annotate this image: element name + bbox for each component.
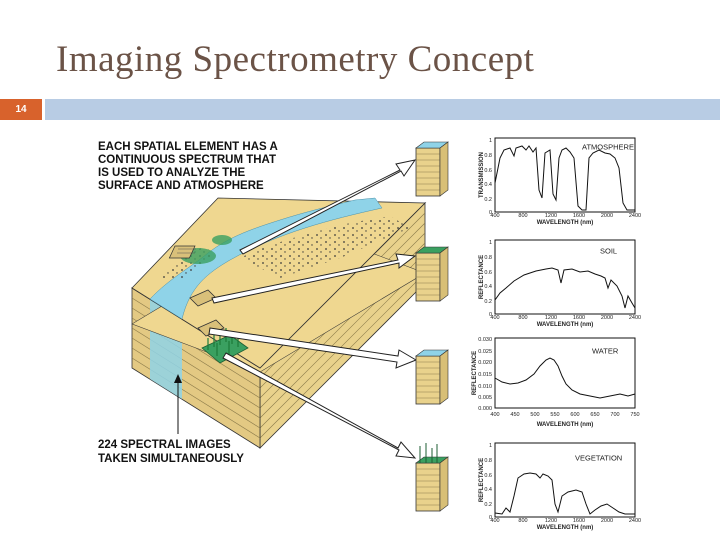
pixel-stack-vegetation	[416, 443, 448, 511]
y-ticks: 1 0.8 0.6 0.4 0.2 0	[484, 443, 492, 521]
annotation-bottom: 224 SPECTRAL IMAGES TAKEN SIMULTANEOUSLY	[98, 439, 244, 465]
spectrum-panel-atmosphere: ATMOSPHERE TRANSMISSION WAVELENGTH (nm) …	[479, 138, 641, 226]
y-tick-label: 0	[489, 210, 492, 216]
y-ticks: 1 0.8 0.6 0.4 0.2 0	[484, 138, 492, 216]
y-tick-label: 0.4	[484, 182, 492, 188]
y-tick-label: 0.2	[484, 197, 492, 203]
spectrum-panel-water: WATER REFLECTANCE WAVELENGTH (nm) 400 450…	[472, 337, 640, 428]
x-axis-label: WAVELENGTH (nm)	[537, 220, 594, 226]
material-label: WATER	[592, 347, 619, 356]
x-axis-label: WAVELENGTH (nm)	[537, 422, 594, 428]
y-tick-label: 0	[489, 312, 492, 318]
y-tick-label: 0.8	[484, 458, 492, 464]
imaging-spectrometry-figure: EACH SPATIAL ELEMENT HAS A CONTINUOUS SP…	[90, 128, 650, 533]
y-tick-label: 0.8	[484, 153, 492, 159]
x-tick-label: 500	[530, 412, 539, 418]
y-ticks: 1 0.8 0.6 0.4 0.2 0	[484, 240, 492, 318]
y-tick-label: 0.030	[478, 337, 492, 343]
y-ticks: 0.030 0.025 0.020 0.015 0.010 0.005 0.000	[478, 337, 492, 412]
x-tick-label: 1600	[573, 213, 585, 219]
material-label: ATMOSPHERE	[582, 143, 634, 152]
annotation-top-line: IS USED TO ANALYZE THE	[98, 167, 246, 179]
x-tick-label: 1200	[545, 518, 557, 524]
x-tick-label: 1200	[545, 315, 557, 321]
y-tick-label: 0.6	[484, 168, 492, 174]
y-tick-label: 0.2	[484, 299, 492, 305]
x-tick-label: 2000	[601, 518, 613, 524]
x-tick-label: 400	[490, 412, 499, 418]
x-tick-label: 1200	[545, 213, 557, 219]
pixel-stack-soil	[416, 247, 448, 301]
x-tick-label: 1600	[573, 518, 585, 524]
x-tick-label: 450	[510, 412, 519, 418]
x-tick-label: 1600	[573, 315, 585, 321]
annotation-top-line: SURFACE AND ATMOSPHERE	[98, 180, 264, 192]
annotation-bottom-line: TAKEN SIMULTANEOUSLY	[98, 453, 244, 465]
spectrum-panel-vegetation: VEGETATION REFLECTANCE WAVELENGTH (nm) 4…	[479, 443, 641, 531]
y-tick-label: 1	[489, 443, 492, 449]
x-tick-label: 800	[518, 315, 527, 321]
y-tick-label: 0.6	[484, 270, 492, 276]
y-tick-label: 0.2	[484, 502, 492, 508]
x-axis-label: WAVELENGTH (nm)	[537, 322, 594, 328]
annotation-top: EACH SPATIAL ELEMENT HAS A CONTINUOUS SP…	[98, 141, 278, 192]
x-tick-label: 650	[590, 412, 599, 418]
y-tick-label: 0.8	[484, 255, 492, 261]
x-tick-label: 800	[518, 213, 527, 219]
x-axis-label: WAVELENGTH (nm)	[537, 525, 594, 531]
x-tick-label: 2000	[601, 315, 613, 321]
x-tick-label: 800	[518, 518, 527, 524]
material-label: SOIL	[600, 247, 617, 256]
annotation-top-line: CONTINUOUS SPECTRUM THAT	[98, 154, 276, 166]
x-tick-label: 2400	[629, 315, 641, 321]
header-bar	[45, 99, 720, 120]
y-tick-label: 1	[489, 240, 492, 246]
x-tick-label: 2400	[629, 518, 641, 524]
y-axis-label: REFLECTANCE	[472, 351, 478, 395]
y-tick-label: 0.6	[484, 473, 492, 479]
annotation-bottom-line: 224 SPECTRAL IMAGES	[98, 439, 231, 451]
y-axis-label: REFLECTANCE	[479, 255, 485, 299]
slide-title: Imaging Spectrometry Concept	[56, 38, 696, 81]
x-tick-label: 750	[630, 412, 639, 418]
y-tick-label: 0.025	[478, 349, 492, 355]
y-tick-label: 0.000	[478, 406, 492, 412]
x-ticks: 400 450 500 550 600 650 700 750	[490, 412, 639, 418]
y-tick-label: 0.010	[478, 384, 492, 390]
y-tick-label: 1	[489, 138, 492, 144]
x-tick-label: 600	[570, 412, 579, 418]
x-tick-label: 700	[610, 412, 619, 418]
y-tick-label: 0.015	[478, 372, 492, 378]
annotation-top-line: EACH SPATIAL ELEMENT HAS A	[98, 141, 278, 153]
x-tick-label: 2400	[629, 213, 641, 219]
y-tick-label: 0.020	[478, 360, 492, 366]
x-tick-label: 2000	[601, 213, 613, 219]
pixel-stack-water	[416, 350, 448, 404]
slide-number-badge: 14	[0, 99, 42, 120]
pixel-stack-atmosphere	[416, 142, 448, 196]
y-tick-label: 0.4	[484, 487, 492, 493]
y-tick-label: 0	[489, 515, 492, 521]
y-tick-label: 0.4	[484, 284, 492, 290]
x-tick-label: 550	[550, 412, 559, 418]
y-axis-label: REFLECTANCE	[479, 458, 485, 502]
y-tick-label: 0.005	[478, 395, 492, 401]
material-label: VEGETATION	[575, 454, 622, 463]
